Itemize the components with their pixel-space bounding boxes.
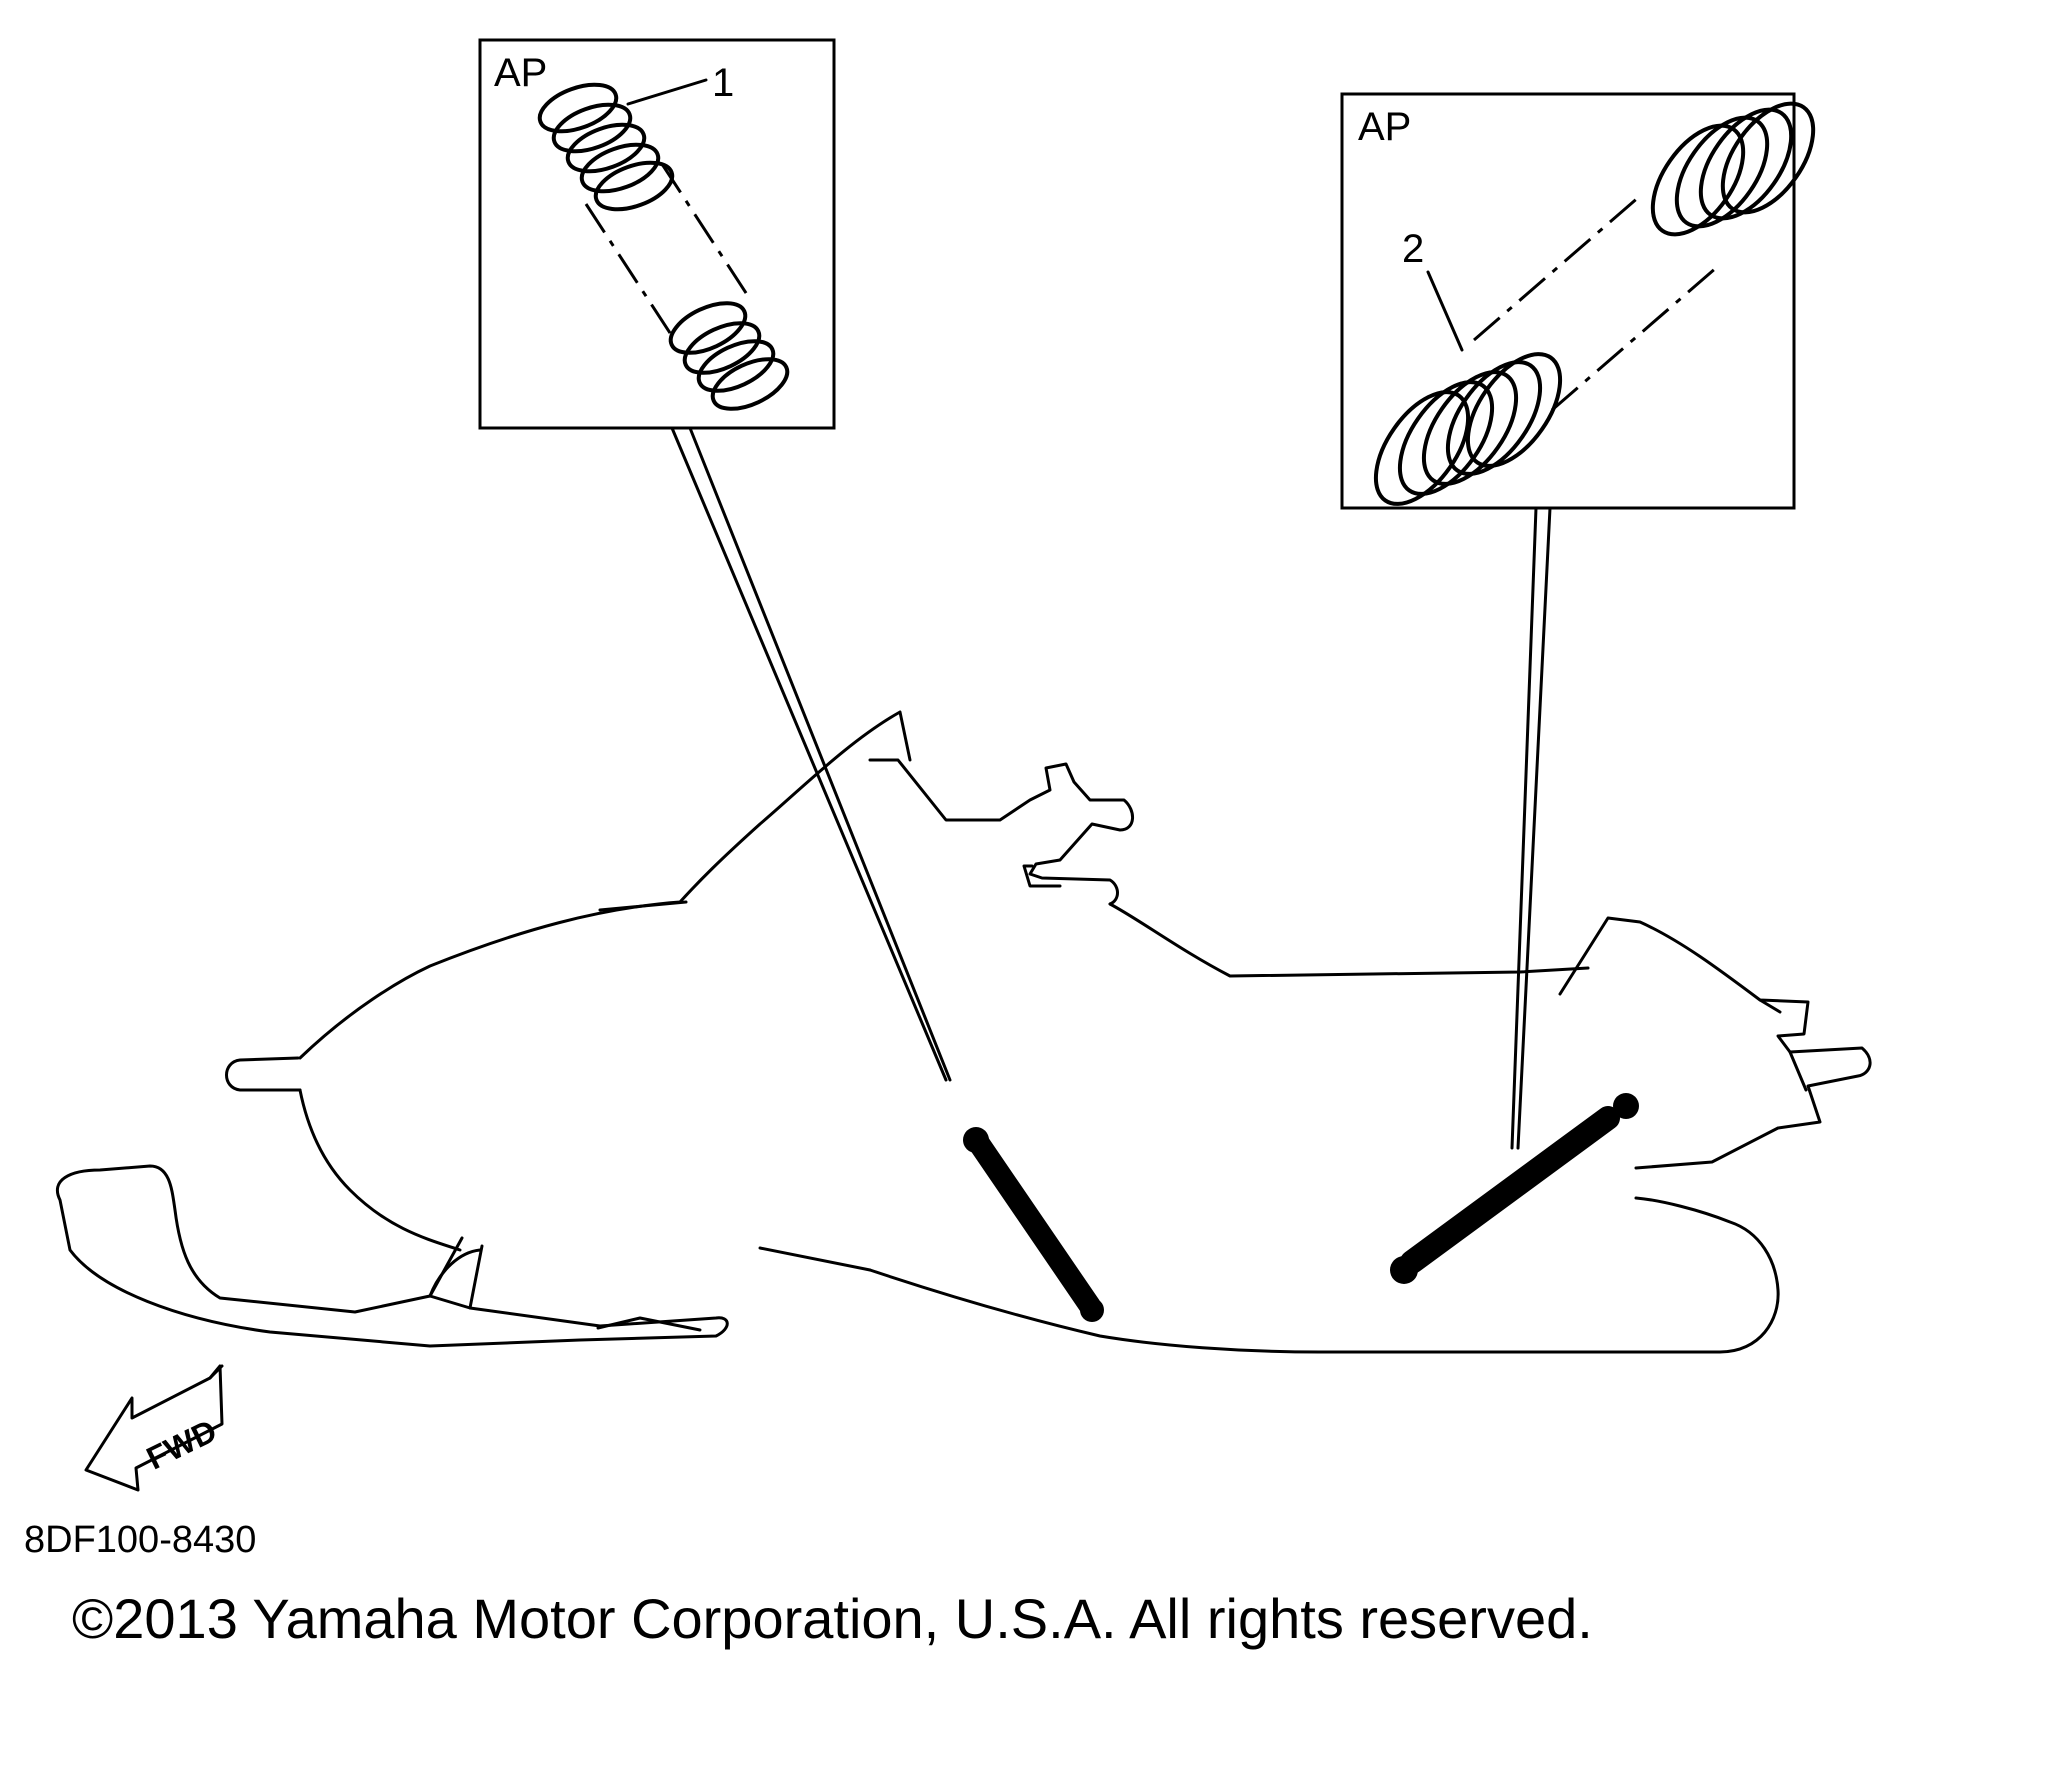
callout-2-label: 2 (1402, 227, 1424, 271)
spring-2-upper-icon (1650, 101, 1816, 237)
spring-2-lower-icon (1373, 352, 1563, 506)
fwd-label: FWD (141, 1412, 222, 1476)
spring-1-upper-icon (537, 82, 675, 212)
rear-shock-absorber (1390, 1093, 1639, 1284)
front-shock-absorber (963, 1127, 1104, 1322)
callout-2-leader (1426, 270, 1464, 352)
spring-1-lower-icon (668, 301, 790, 411)
part-code: 8DF100-8430 (24, 1519, 256, 1561)
inset-left-tag: AP (494, 51, 547, 95)
inset-left-frame (478, 38, 836, 430)
alignment-line (1473, 194, 1641, 342)
copyright-notice: ©2013 Yamaha Motor Corporation, U.S.A. A… (72, 1587, 1593, 1650)
pointer-left (670, 426, 952, 1082)
inset-right-frame (1340, 92, 1796, 510)
callout-1-label: 1 (712, 61, 734, 105)
inset-right-tag: AP (1358, 105, 1411, 149)
snowmobile-outline (56, 710, 1872, 1354)
inset-right: AP 2 (1340, 92, 1816, 510)
alignment-line (660, 163, 750, 297)
alignment-line (584, 203, 674, 337)
pointer-right (1510, 506, 1552, 1150)
fwd-arrow: FWD (84, 1364, 224, 1492)
alignment-line (1551, 266, 1717, 412)
callout-1-leader (626, 78, 708, 106)
inset-left: AP 1 (478, 38, 836, 430)
